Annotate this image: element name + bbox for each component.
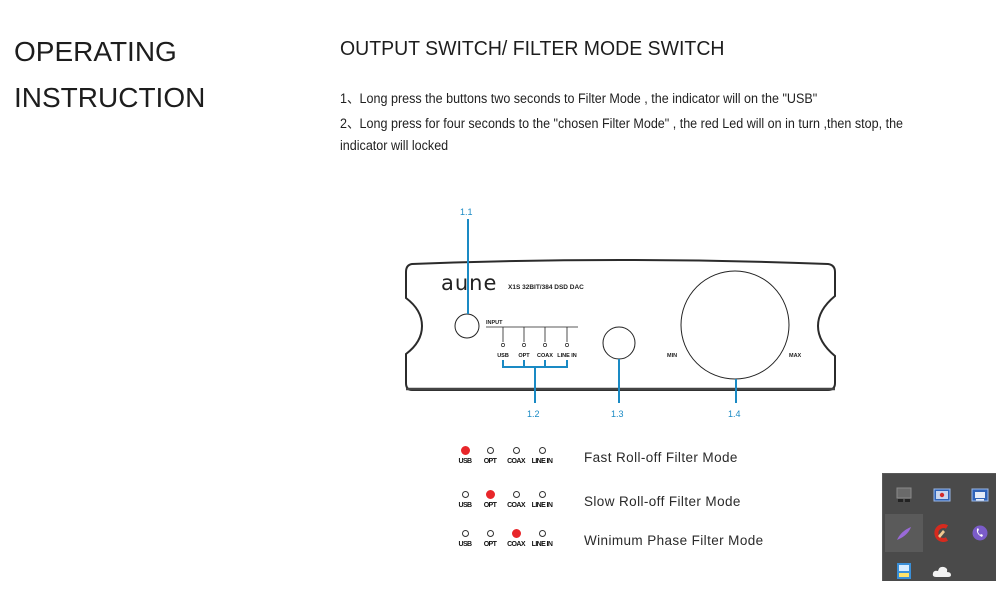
led-off-dot xyxy=(538,447,546,454)
callout-1-2: 1.2 xyxy=(527,409,540,419)
led-indicator: COAX xyxy=(503,446,529,465)
led-off-dot xyxy=(512,447,520,454)
input-label: INPUT xyxy=(486,320,503,326)
input-label-usb: USB xyxy=(497,353,509,359)
led-label: USB xyxy=(458,502,473,509)
led-indicator: OPT xyxy=(477,446,503,465)
filter-mode-label: Winimum Phase Filter Mode xyxy=(584,533,764,548)
remote-display-icon[interactable] xyxy=(961,476,996,514)
led-indicator: COAX xyxy=(503,529,529,548)
led-indicator: USB xyxy=(452,490,478,509)
led-label: LINE IN xyxy=(531,458,553,465)
led-off-dot xyxy=(538,530,546,537)
led-indicator: OPT xyxy=(477,490,503,509)
input-led-line-in xyxy=(565,343,569,347)
ccleaner-icon[interactable] xyxy=(923,514,961,552)
filter-button xyxy=(602,326,636,360)
led-label: OPT xyxy=(483,541,497,548)
input-label-line-in: LINE IN xyxy=(557,353,577,359)
screen-record-icon[interactable] xyxy=(923,476,961,514)
feather-icon[interactable] xyxy=(885,514,923,552)
knob-max-label: MAX xyxy=(789,353,802,359)
led-label: LINE IN xyxy=(531,541,553,548)
app-icon[interactable] xyxy=(885,552,923,590)
filter-mode-row: USB OPT COAX LINE IN Fast Roll-off Filter Mo… xyxy=(455,446,775,478)
led-on-dot xyxy=(460,446,470,455)
led-indicator: LINE IN xyxy=(529,490,555,509)
led-label: LINE IN xyxy=(531,502,553,509)
led-indicator: USB xyxy=(452,529,478,548)
input-led-opt xyxy=(522,343,526,347)
led-label: COAX xyxy=(507,458,525,465)
instruction-step-2: 2、Long press for four seconds to the "ch… xyxy=(340,116,904,131)
callout-1-4: 1.4 xyxy=(728,409,741,419)
volume-knob xyxy=(680,270,790,380)
system-tray-overflow xyxy=(882,473,996,581)
cloud-icon[interactable] xyxy=(923,552,961,590)
led-label: OPT xyxy=(483,458,497,465)
input-led-usb xyxy=(501,343,505,347)
instruction-step-2-cont: indicator will locked xyxy=(340,138,449,153)
led-label: USB xyxy=(458,541,473,548)
led-indicator: LINE IN xyxy=(529,446,555,465)
callout-1-3: 1.3 xyxy=(611,409,624,419)
led-indicator: COAX xyxy=(503,490,529,509)
input-label-coax: COAX xyxy=(537,353,553,359)
led-indicator: USB xyxy=(452,446,478,465)
filter-mode-row: USB OPT COAX LINE IN Winimum Phase Filter Mo… xyxy=(455,529,775,561)
brand-logo: aune xyxy=(441,271,497,295)
led-off-dot xyxy=(461,491,469,498)
viber-icon[interactable] xyxy=(961,514,996,552)
filter-mode-label: Fast Roll-off Filter Mode xyxy=(584,450,738,465)
led-label: COAX xyxy=(507,502,525,509)
input-led-coax xyxy=(543,343,547,347)
callout-bracket-1-2 xyxy=(502,360,568,403)
section-title: OUTPUT SWITCH/ FILTER MODE SWITCH xyxy=(340,37,725,60)
led-indicator-group: USB OPT COAX LINE IN xyxy=(455,446,565,478)
led-label: COAX xyxy=(507,541,525,548)
led-off-dot xyxy=(538,491,546,498)
led-label: OPT xyxy=(483,502,497,509)
filter-mode-row: USB OPT COAX LINE IN Slow Roll-off Filter Mo… xyxy=(455,490,775,522)
led-label: USB xyxy=(458,458,473,465)
led-off-dot xyxy=(461,530,469,537)
led-off-dot xyxy=(486,530,494,537)
instruction-step-1: 1、Long press the buttons two seconds to … xyxy=(340,91,818,106)
led-off-dot xyxy=(486,447,494,454)
led-indicator-group: USB OPT COAX LINE IN xyxy=(455,490,565,522)
input-label-opt: OPT xyxy=(518,353,530,359)
led-off-dot xyxy=(512,491,520,498)
input-button xyxy=(454,313,480,339)
led-on-dot xyxy=(511,529,521,538)
side-heading-line1: OPERATING xyxy=(14,36,177,67)
network-icon[interactable] xyxy=(885,476,923,514)
led-indicator: OPT xyxy=(477,529,503,548)
led-indicator-group: USB OPT COAX LINE IN xyxy=(455,529,565,561)
callout-1-1: 1.1 xyxy=(460,207,473,217)
knob-min-label: MIN xyxy=(667,353,677,359)
filter-mode-label: Slow Roll-off Filter Mode xyxy=(584,494,741,509)
side-heading-line2: INSTRUCTION xyxy=(14,82,206,113)
led-indicator: LINE IN xyxy=(529,529,555,548)
led-on-dot xyxy=(485,490,495,499)
model-label: X1S 32BIT/384 DSD DAC xyxy=(508,284,584,291)
